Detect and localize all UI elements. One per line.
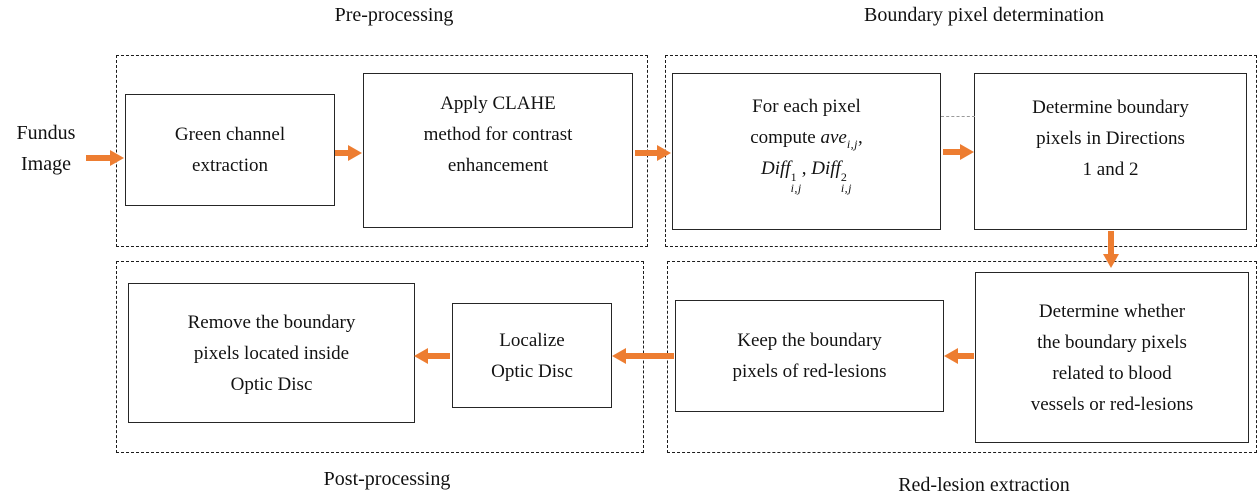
dashed-connector-line — [941, 116, 975, 117]
arrow-head — [110, 150, 124, 166]
compute-word: compute — [750, 127, 821, 148]
box-determine-boundary-directions: Determine boundary pixels in Directions … — [974, 73, 1247, 230]
fundus-image-label-line2: Image — [21, 153, 71, 175]
diff2-symbol: Diff — [811, 158, 841, 179]
arrow-shaft — [635, 150, 657, 156]
box-text-line-math: compute avei,j, — [750, 122, 862, 153]
box-text-line: Apply CLAHE — [440, 93, 556, 114]
separator: , — [801, 158, 812, 179]
ave-symbol: ave — [820, 127, 847, 148]
diff2-superscript: 2 — [840, 170, 847, 184]
arrow-shaft — [86, 155, 110, 161]
diff1-symbol: Diff — [761, 158, 791, 179]
arrow-shaft — [335, 150, 348, 156]
arrow-right-icon-fundus-to-green — [86, 150, 124, 166]
box-text-line: pixels located inside — [193, 342, 350, 364]
box-remove-boundary-optic-disc: Remove the boundary pixels located insid… — [128, 283, 415, 423]
box-text-line: method for contrast — [423, 124, 573, 145]
ave-subscript: i,j — [846, 137, 858, 151]
arrow-shaft — [626, 353, 674, 359]
box-text-line: vessels or red-lesions — [1030, 393, 1194, 415]
arrow-head — [1103, 254, 1119, 268]
arrow-shaft — [428, 353, 450, 359]
comma: , — [857, 127, 863, 148]
box-text-line: For each pixel — [752, 96, 861, 117]
arrow-left-icon-localize-to-remove — [414, 348, 450, 364]
box-text-line: the boundary pixels — [1037, 331, 1187, 353]
arrow-shaft — [943, 149, 960, 155]
box-text-line: 1 and 2 — [1082, 159, 1139, 180]
arrow-left-icon-determine-to-keep — [944, 348, 974, 364]
group-title-pre-processing: Pre-processing — [334, 4, 454, 26]
box-text-line: enhancement — [447, 155, 549, 176]
arrow-right-icon-green-to-clahe — [335, 145, 362, 161]
arrow-head — [414, 348, 428, 364]
arrow-head — [944, 348, 958, 364]
box-text-line: related to blood — [1052, 362, 1172, 384]
diff1-superscript: 1 — [790, 170, 797, 184]
arrow-left-icon-keep-to-localize — [612, 348, 674, 364]
box-text-line: Determine boundary — [1032, 97, 1189, 118]
arrow-head — [612, 348, 626, 364]
box-localize-optic-disc: Localize Optic Disc — [452, 303, 612, 408]
box-green-channel-extraction: Green channel extraction — [125, 94, 335, 206]
diff2-subscript: i,j — [840, 181, 852, 195]
arrow-down-icon-directions-to-determine — [1103, 231, 1119, 268]
arrow-right-icon-compute-to-directions — [943, 144, 974, 160]
arrow-shaft — [958, 353, 974, 359]
box-text-line: Optic Disc — [230, 373, 313, 395]
arrow-head — [960, 144, 974, 160]
group-title-boundary-pixel-determination: Boundary pixel determination — [864, 4, 1104, 26]
arrow-head — [348, 145, 362, 161]
box-text-line: Determine whether — [1038, 300, 1186, 322]
arrow-head — [657, 145, 671, 161]
arrow-right-icon-clahe-to-compute — [635, 145, 671, 161]
diff1-subscript: i,j — [790, 181, 802, 195]
box-text-line: Green channel — [174, 124, 286, 145]
fundus-image-label-line1: Fundus — [16, 122, 76, 144]
group-title-post-processing: Post-processing — [323, 468, 451, 490]
box-text-line: Localize — [499, 329, 565, 351]
box-determine-vessels-or-lesions: Determine whether the boundary pixels re… — [975, 272, 1249, 443]
box-text-line: Remove the boundary — [187, 311, 356, 333]
box-text-line: pixels in Directions — [1036, 128, 1185, 149]
fundus-image-label: Fundus Image — [0, 118, 92, 180]
box-text-line: extraction — [192, 155, 268, 176]
box-text-line: pixels of red-lesions — [732, 361, 887, 382]
box-keep-boundary-red-lesions: Keep the boundary pixels of red-lesions — [675, 300, 944, 412]
group-title-red-lesion-extraction: Red-lesion extraction — [898, 474, 1070, 496]
box-apply-clahe: Apply CLAHE method for contrast enhancem… — [363, 73, 633, 228]
box-text-line: Keep the boundary — [737, 330, 882, 351]
box-text-line: Optic Disc — [491, 360, 573, 382]
arrow-shaft — [1108, 231, 1114, 254]
